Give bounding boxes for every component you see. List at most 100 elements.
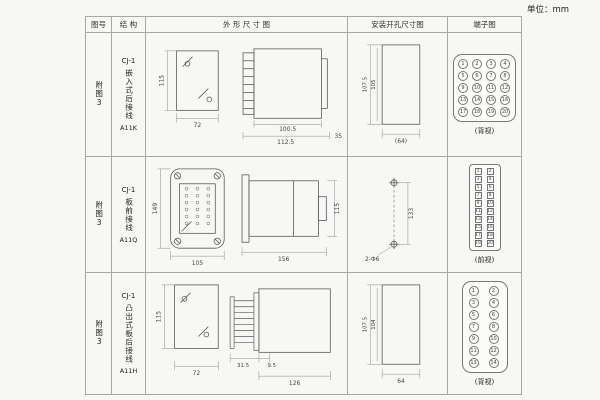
fig-number-cell-3: 附图3 bbox=[86, 273, 112, 395]
structure-label: 嵌入式后接线 bbox=[124, 69, 134, 120]
side-view bbox=[258, 288, 331, 353]
terminal-pin: 5 bbox=[468, 309, 479, 320]
dim-height: 149 bbox=[151, 203, 158, 215]
terminal-pin: 11 bbox=[486, 82, 496, 93]
dimension-lines bbox=[377, 182, 411, 256]
dim-total-depth: 112.5 bbox=[277, 139, 294, 146]
terminal-screw: 13 bbox=[474, 216, 482, 223]
terminal-pin: 9 bbox=[458, 82, 468, 93]
mounting-drawing-3: 107.5 104 64 bbox=[362, 284, 420, 385]
header-structure: 结 构 bbox=[112, 17, 146, 33]
terminal-screw: 4 bbox=[486, 176, 494, 183]
dimension-lines-side bbox=[242, 120, 330, 140]
fig-number-label: 附图3 bbox=[94, 320, 104, 347]
view-label: (背视) bbox=[474, 126, 495, 135]
dim-side-height: 115 bbox=[334, 203, 341, 215]
terminal-screw: 16 bbox=[486, 224, 494, 231]
spec-table: 图号 结 构 外 形 尺 寸 图 安装开孔尺寸图 端子图 附图3 CJ-1 嵌入… bbox=[85, 16, 522, 395]
terminal-pin: 2 bbox=[488, 285, 499, 296]
unit-label: 单位：mm bbox=[527, 5, 570, 15]
outline-drawing-front-wired: 149 105 156 115 bbox=[151, 168, 341, 267]
view-label: (背视) bbox=[474, 377, 495, 386]
outline-cell-2: 149 105 156 115 bbox=[146, 157, 348, 273]
side-view bbox=[242, 48, 328, 119]
structure-label: 凸出式板后接线 bbox=[124, 303, 134, 364]
cutout-rect bbox=[381, 44, 420, 125]
model-label: A11K bbox=[120, 124, 137, 132]
side-view bbox=[241, 174, 327, 243]
terminal-pin: 5 bbox=[458, 70, 468, 81]
dimension-lines-side bbox=[241, 180, 337, 257]
header-outline-dimensions: 外 形 尺 寸 图 bbox=[146, 17, 348, 33]
header-mounting-hole-dimensions: 安装开孔尺寸图 bbox=[348, 17, 448, 33]
model-label: A11H bbox=[119, 367, 138, 376]
terminal-pin: 14 bbox=[488, 357, 499, 368]
terminal-screw: 15 bbox=[474, 224, 482, 231]
terminal-screw: 11 bbox=[474, 208, 482, 215]
dimension-lines bbox=[157, 168, 224, 261]
structure-cell-3: CJ-1 凸出式板后接线 A11H bbox=[112, 273, 146, 395]
terminal-pin: 10 bbox=[488, 333, 499, 344]
dimension-lines bbox=[366, 284, 420, 379]
terminal-pin: 4 bbox=[488, 297, 499, 308]
terminal-pin: 1 bbox=[468, 285, 479, 296]
terminal-pin: 7 bbox=[486, 70, 496, 81]
dimension-lines-side bbox=[229, 353, 331, 381]
dim-flange: 35 bbox=[334, 133, 342, 140]
terminal-screw: 14 bbox=[486, 216, 494, 223]
dim-depth: 126 bbox=[288, 380, 300, 387]
dimension-lines bbox=[161, 284, 218, 371]
structure-cell-2: CJ-1 板前接线 A11Q bbox=[112, 157, 146, 273]
terminal-pin: 1 bbox=[458, 58, 468, 69]
mounting-cell-3: 107.5 104 64 bbox=[348, 273, 448, 395]
dim-pin-length: 31.5 bbox=[236, 363, 248, 369]
dim-width: 72 bbox=[193, 122, 201, 129]
dim-outer-height: 107.5 bbox=[362, 77, 368, 93]
terminal-pin: 11 bbox=[468, 345, 479, 356]
terminal-pin: 12 bbox=[500, 82, 510, 93]
mounting-drawing-1: 107.5 105 (64) bbox=[362, 44, 420, 145]
terminal-pin: 8 bbox=[488, 321, 499, 332]
terminal-screw: 3 bbox=[474, 176, 482, 183]
terminal-pin: 2 bbox=[472, 58, 482, 69]
mounting-drawing-2: 133 2-Φ6 bbox=[365, 177, 414, 263]
terminal-screw: 18 bbox=[486, 232, 494, 239]
terminal-pin: 3 bbox=[486, 58, 496, 69]
pin-comb bbox=[229, 292, 259, 351]
mounting-cell-1: 107.5 105 (64) bbox=[348, 33, 448, 157]
cutout-rect bbox=[381, 284, 420, 365]
dim-cutout-width: 64 bbox=[397, 378, 405, 385]
terminal-pin: 6 bbox=[472, 70, 482, 81]
terminal-screw: 2 bbox=[486, 168, 494, 175]
terminal-pin: 13 bbox=[458, 94, 468, 105]
terminal-screw: 12 bbox=[486, 208, 494, 215]
front-view bbox=[169, 168, 225, 249]
outline-cell-3: 115 72 bbox=[146, 273, 348, 395]
series-label: CJ-1 bbox=[121, 57, 136, 65]
terminal-pin: 19 bbox=[486, 106, 496, 117]
dimension-lines bbox=[164, 50, 218, 123]
front-view bbox=[173, 284, 219, 349]
terminal-screw: 20 bbox=[486, 240, 494, 247]
dim-height: 115 bbox=[158, 75, 165, 87]
terminal-pin: 8 bbox=[500, 70, 510, 81]
terminal-pin: 12 bbox=[488, 345, 499, 356]
dim-gap: 9.5 bbox=[267, 363, 276, 369]
fig-number-cell-1: 附图3 bbox=[86, 33, 112, 157]
dim-inner-height: 105 bbox=[371, 79, 377, 89]
terminal-pin: 13 bbox=[468, 357, 479, 368]
dim-hole-size: 2-Φ6 bbox=[365, 256, 380, 263]
outline-cell-1: 115 72 bbox=[146, 33, 348, 157]
dim-cutout-width: (64) bbox=[394, 138, 406, 145]
terminal-pin: 3 bbox=[468, 297, 479, 308]
dim-outer-height: 107.5 bbox=[362, 317, 368, 333]
series-label: CJ-1 bbox=[121, 291, 136, 300]
fig-number-cell-2: 附图3 bbox=[86, 157, 112, 273]
terminal-screw: 19 bbox=[474, 240, 482, 247]
terminal-screw: 8 bbox=[486, 192, 494, 199]
structure-label: 板前接线 bbox=[124, 197, 134, 232]
